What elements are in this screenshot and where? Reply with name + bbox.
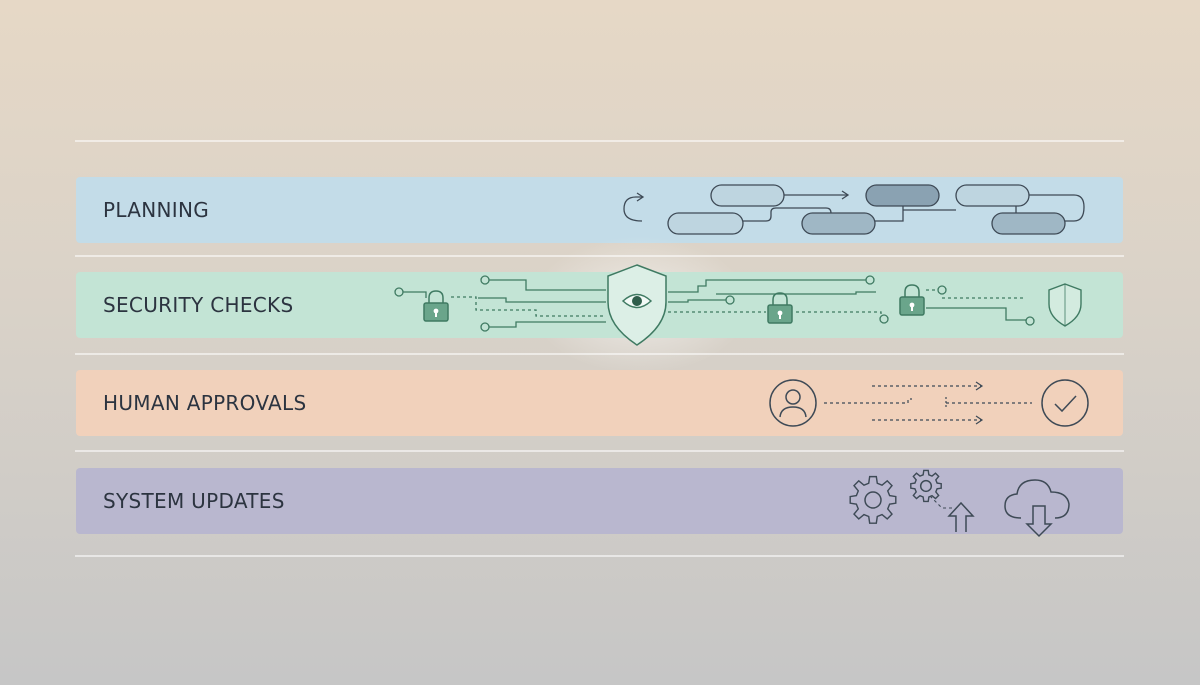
user-circle-icon <box>769 379 817 427</box>
divider-3 <box>75 450 1124 452</box>
padlock-icon <box>899 284 925 316</box>
lane-system-updates: SYSTEM UPDATES <box>76 468 1123 538</box>
divider-top <box>75 140 1124 142</box>
lane-label-security-checks: SECURITY CHECKS <box>103 293 294 317</box>
divider-2 <box>75 353 1124 355</box>
shield-eye-icon <box>607 264 667 346</box>
approval-flow-icon <box>824 381 1032 425</box>
gear-icon <box>849 475 897 524</box>
security-circuit-icon <box>394 275 1035 332</box>
workflow-diagram-icon <box>623 184 1085 235</box>
lane-label-planning: PLANNING <box>103 198 210 222</box>
divider-bottom <box>75 555 1124 557</box>
gear-icon <box>910 469 942 503</box>
lane-human-approvals: HUMAN APPROVALS <box>76 370 1123 436</box>
shield-icon <box>1048 283 1082 327</box>
divider-1 <box>75 255 1124 257</box>
lane-planning: PLANNING <box>76 177 1123 243</box>
arrow-up-icon <box>947 501 975 532</box>
padlock-icon <box>767 292 793 324</box>
cloud-download-icon <box>1004 479 1070 538</box>
lane-label-human-approvals: HUMAN APPROVALS <box>103 391 307 415</box>
padlock-icon <box>423 290 449 322</box>
lane-label-system-updates: SYSTEM UPDATES <box>103 489 285 513</box>
check-circle-icon <box>1041 379 1089 427</box>
lane-security-checks: SECURITY CHECKS <box>76 264 1123 346</box>
